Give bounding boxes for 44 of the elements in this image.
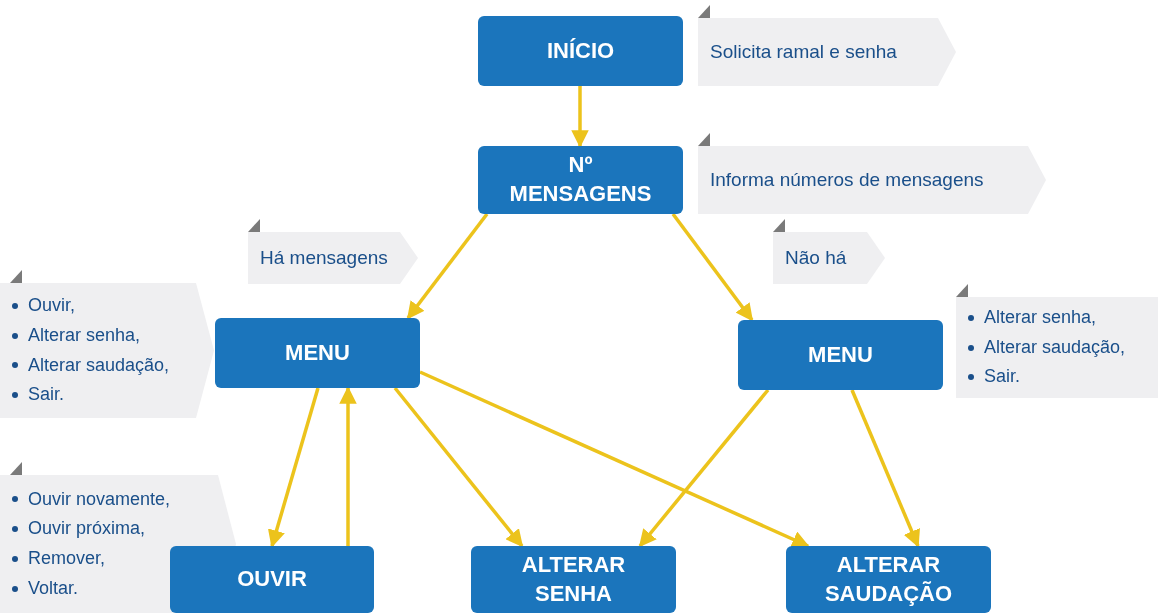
arrow — [339, 386, 357, 546]
box-label: MENU — [285, 338, 350, 367]
arrow — [393, 386, 524, 548]
box-label: ALTERAR SAUDAÇÃO — [823, 550, 954, 608]
box-label: MENU — [808, 340, 873, 369]
list-item: Sair. — [984, 365, 1021, 389]
list-item: Sair. — [28, 383, 65, 407]
callout-note — [0, 270, 214, 418]
box-label: INÍCIO — [546, 36, 615, 65]
list-item: Ouvir novamente, — [28, 487, 171, 511]
process-box — [478, 146, 683, 214]
arrow — [850, 389, 920, 548]
process-box — [471, 546, 676, 613]
callout-note — [698, 133, 1046, 214]
list-item: Ouvir próxima, — [28, 517, 146, 541]
callout-note — [248, 219, 418, 284]
list-item: Alterar senha, — [28, 323, 141, 347]
callout-text: Não há — [785, 245, 848, 270]
arrow — [671, 212, 754, 322]
arrow — [638, 388, 770, 548]
arrow — [571, 86, 589, 148]
list-item: Ouvir, — [28, 294, 75, 318]
list-item: Voltar. — [28, 576, 79, 600]
box-label: Nº MENSAGENS — [508, 151, 653, 208]
list-item: Alterar saudação, — [984, 335, 1126, 359]
callout-text: Há mensagens — [260, 245, 389, 270]
process-box — [170, 546, 374, 613]
arrow — [419, 370, 810, 548]
list-item: Remover, — [28, 547, 106, 570]
process-box — [738, 320, 943, 390]
list-item: Alterar saudação, — [28, 353, 170, 377]
callout-text: Informa números de mensagens — [710, 167, 985, 192]
box-label: OUVIR — [237, 565, 307, 594]
process-box — [215, 318, 420, 388]
callout-note — [773, 219, 885, 284]
box-label: ALTERAR SENHA — [520, 550, 627, 608]
arrow — [406, 212, 489, 320]
callout-note — [698, 5, 956, 86]
callout-text: Solicita ramal e senha — [710, 39, 898, 64]
callout-note — [956, 284, 1158, 398]
process-box — [786, 546, 991, 613]
list-item: Alterar senha, — [984, 305, 1097, 329]
arrow — [268, 387, 320, 548]
process-box — [478, 16, 683, 86]
